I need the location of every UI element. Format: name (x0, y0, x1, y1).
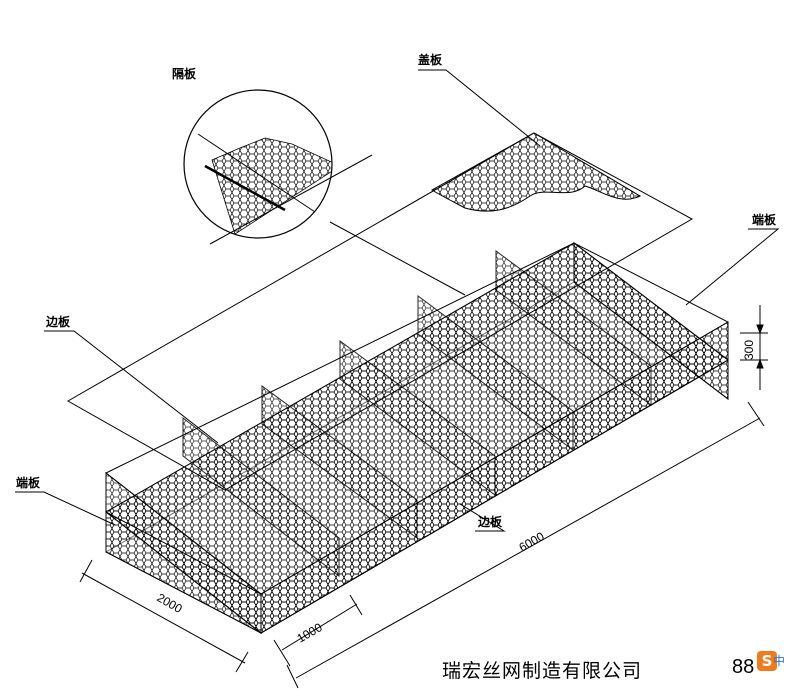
diaphragm-1 (182, 416, 340, 578)
label-end-right: 端板 (752, 212, 777, 227)
partition-detail (183, 89, 466, 296)
label-side-bottom: 边板 (477, 514, 503, 529)
diaphragm-4 (417, 295, 574, 451)
label-side-left: 边板 (45, 314, 71, 329)
diaphragm-2 (261, 385, 418, 539)
sogou-icon: S (757, 651, 777, 671)
dim-height: 300 (742, 340, 756, 360)
company-name: 瑞宏丝网制造有限公司 (442, 660, 643, 682)
leader-lines (15, 69, 780, 532)
label-partition: 隔板 (172, 66, 197, 81)
label-lid: 盖板 (418, 52, 443, 67)
diaphragm-3 (339, 340, 496, 496)
lid-outline (66, 132, 694, 491)
gabion-box (105, 241, 729, 635)
ime-indicator[interactable]: S 中 (757, 649, 787, 673)
dim-width: 2000 (155, 590, 185, 616)
ime-mode: 中 (773, 654, 786, 668)
diaphragm-5 (495, 250, 652, 406)
dimension-lines (79, 305, 768, 689)
lid-mesh-fragment (431, 132, 642, 212)
page-number: 88 (732, 656, 755, 678)
dim-cell: 1000 (295, 620, 325, 646)
lid (66, 132, 694, 491)
dim-length: 6000 (517, 529, 547, 555)
label-end-left: 端板 (16, 475, 41, 490)
